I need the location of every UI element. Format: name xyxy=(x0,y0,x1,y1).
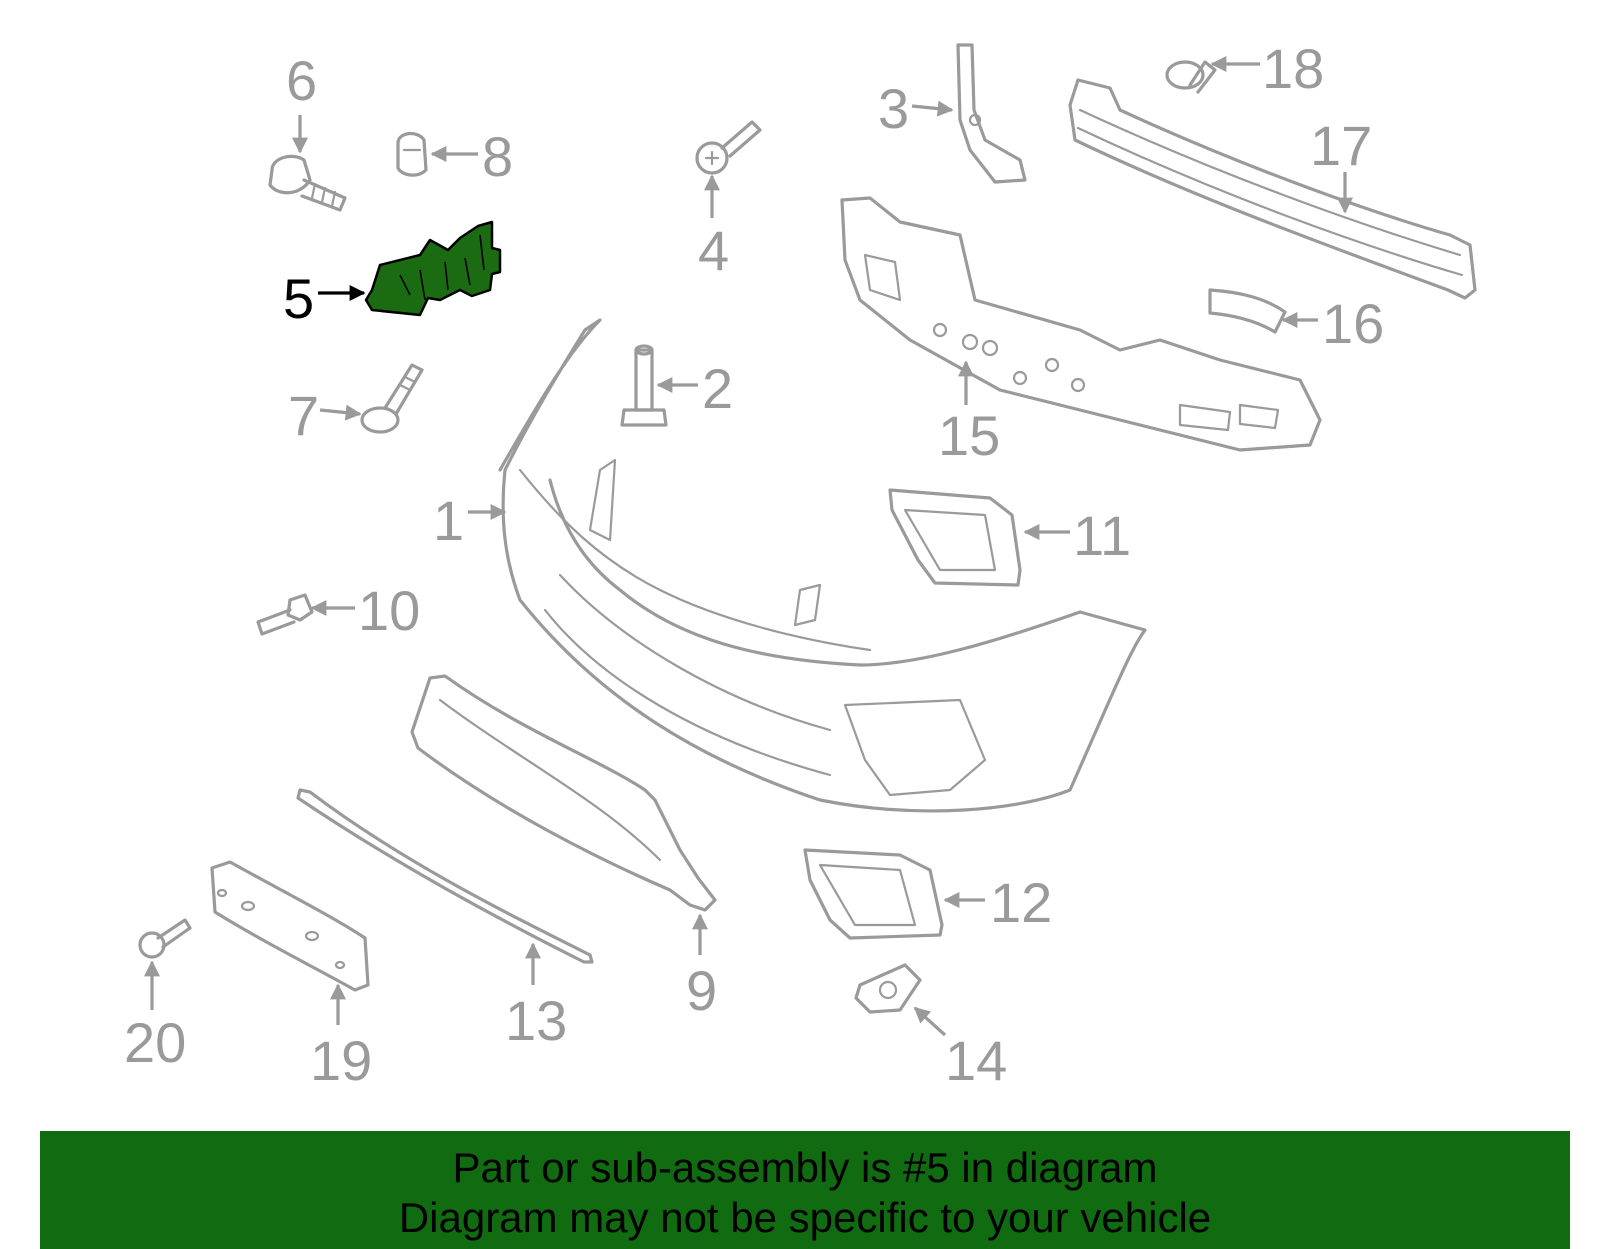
part-12-fog-bezel-right[interactable] xyxy=(803,848,944,940)
callout-14: 14 xyxy=(945,1029,1007,1092)
callout-13: 13 xyxy=(505,989,567,1052)
part-18-push-clip[interactable] xyxy=(1165,60,1217,94)
callout-17: 17 xyxy=(1310,114,1372,177)
part-5-highlighted[interactable] xyxy=(364,220,502,317)
part-19-license-bracket[interactable] xyxy=(210,860,370,992)
callout-5: 5 xyxy=(283,267,314,330)
callout-1: 1 xyxy=(433,489,464,552)
callout-15: 15 xyxy=(938,404,1000,467)
banner-line-part-number: Part or sub-assembly is #5 in diagram xyxy=(452,1144,1158,1191)
callout-18: 18 xyxy=(1262,37,1324,100)
callout-16: 16 xyxy=(1322,292,1384,355)
callout-11: 11 xyxy=(1073,504,1131,567)
part-8-clip[interactable] xyxy=(396,132,428,177)
callout-4: 4 xyxy=(698,219,729,282)
part-1-bumper-cover[interactable] xyxy=(498,318,1147,813)
part-17-reinforcement[interactable] xyxy=(1068,78,1477,300)
callout-9: 9 xyxy=(686,959,717,1022)
part-2-bolt[interactable] xyxy=(620,344,668,427)
callout-6: 6 xyxy=(286,49,317,112)
callout-2: 2 xyxy=(702,357,733,420)
callout-12: 12 xyxy=(990,871,1052,934)
part-14-nut-clip[interactable] xyxy=(854,963,922,1014)
part-13-trim-strip[interactable] xyxy=(296,788,594,964)
info-banner: Part or sub-assembly is #5 in diagram Di… xyxy=(40,1131,1570,1249)
callout-20: 20 xyxy=(124,1011,186,1074)
banner-line-disclaimer: Diagram may not be specific to your vehi… xyxy=(398,1194,1212,1241)
leader-arrows xyxy=(144,56,1353,1037)
part-16-trim-piece[interactable] xyxy=(1208,288,1287,334)
part-4-screw[interactable] xyxy=(695,120,762,175)
callout-8: 8 xyxy=(482,125,513,188)
part-15-energy-absorber[interactable] xyxy=(840,196,1322,452)
part-11-fog-bezel-left[interactable] xyxy=(888,488,1022,587)
part-20-screw[interactable] xyxy=(138,918,192,959)
parts-diagram: 1 2 3 4 5 6 7 8 9 10 11 12 13 14 15 16 1… xyxy=(124,37,1477,1092)
part-7-screw[interactable] xyxy=(360,363,424,434)
callout-labels: 1 2 3 4 5 6 7 8 9 10 11 12 13 14 15 16 1… xyxy=(124,37,1384,1092)
part-3-bracket[interactable] xyxy=(956,43,1027,184)
part-9-lower-grille[interactable] xyxy=(410,674,717,912)
part-6-bolt[interactable] xyxy=(268,154,347,212)
callout-10: 10 xyxy=(358,579,420,642)
callout-3: 3 xyxy=(878,77,909,140)
callout-7: 7 xyxy=(288,384,319,447)
callout-19: 19 xyxy=(310,1029,372,1092)
part-10-bolt[interactable] xyxy=(256,593,314,636)
